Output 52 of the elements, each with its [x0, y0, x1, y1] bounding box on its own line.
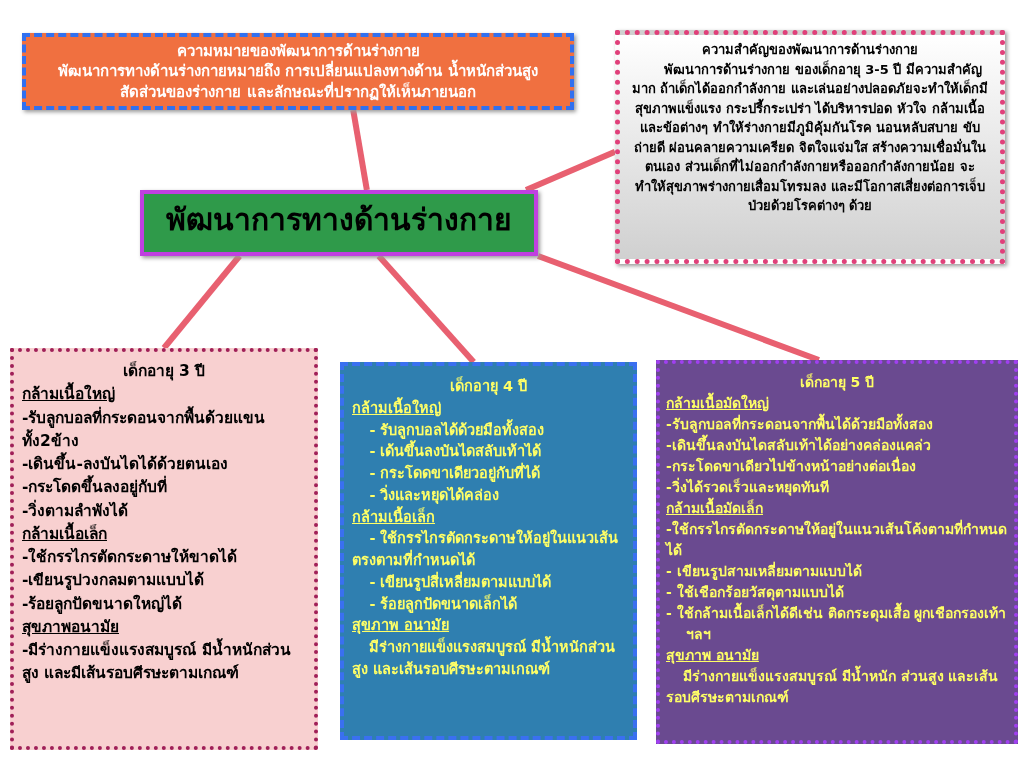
- list-item: มีร่างกายแข็งแรงสมบูรณ์ มีน้ำหนักส่วนสูง และเส้นรอบศีรษะตามเกณฑ์: [352, 637, 625, 681]
- list-item: -ใช้กรรไกรตัดกระดาษให้อยู่ในแนวเส้นโค้งตามที่กำหนดได้: [666, 519, 1008, 560]
- list-item: - กระโดดขาเดียวอยู่กับที่ได้: [352, 463, 625, 485]
- age-box: [340, 362, 637, 740]
- box-heading: ความหมายของพัฒนาการด้านร่างกาย: [175, 41, 421, 60]
- list-item: -รับลูกบอลที่กระดอนจากพื้นได้ด้วยมือทั้งสอง: [666, 414, 1008, 435]
- section-heading: กล้ามเนื้อใหญ่: [22, 383, 306, 407]
- list-item: -เขียนรูปวงกลมตามแบบได้: [22, 570, 206, 592]
- box-heading: เด็กอายุ 3 ปี: [121, 360, 207, 383]
- connector-line: [376, 254, 476, 364]
- section-heading: กล้ามเนื้อมัดเล็ก: [666, 498, 1008, 519]
- connector-line: [161, 254, 242, 350]
- list-item: - ใช้กล้ามเนื้อเล็กได้ดีเช่น ติดกระดุมเสื้อ ผูกเชือกรองเท้าฯลฯ: [666, 603, 1008, 645]
- list-item: -เดินขึ้นลงบันไดสลับเท้าได้อย่างคล่องแคล่ว: [666, 435, 1008, 456]
- list-item: - ใช้เชือกร้อยวัสดุตามแบบได้: [666, 582, 845, 602]
- list-item: - เขียนรูปสี่เหลี่ยมตามแบบได้: [368, 571, 553, 593]
- list-item: -ร้อยลูกปัดขนาดใหญ่ได้: [22, 593, 184, 616]
- section-heading: กล้ามเนื้อมัดใหญ่: [666, 393, 1008, 414]
- paragraph: พัฒนาการทางด้านร่างกายหมายถึง การเปลี่ยนแปลงทางด้าน น้ำหนักส่วนสูง สัดส่วนของร่างกาย และลักษณะที่ปรากฏให้เห็นภายนอก: [34, 61, 562, 102]
- list-item: -รับลูกบอลที่กระดอนจากพื้นด้วยแขนทั้ง2ข้าง: [22, 406, 267, 452]
- section-heading: กล้ามเนื้อใหญ่: [352, 397, 442, 419]
- list-item: - รับลูกบอลได้ด้วยมือทั้งสอง: [368, 419, 546, 440]
- connector-line: [524, 148, 617, 193]
- list-item: - เขียนรูปสามเหลี่ยมตามแบบได้: [666, 561, 863, 582]
- age-box: [656, 360, 1018, 744]
- section-heading: สุขภาพอนามัย: [22, 616, 120, 639]
- list-item: -กระโดดขึ้นลงอยู่กับที่: [22, 476, 306, 500]
- box-heading: เด็กอายุ 5 ปี: [798, 372, 876, 393]
- list-item: - เด้นขึ้นลงบันไดสลับเท้าได้: [352, 441, 625, 463]
- box-heading: เด็กอายุ 4 ปี: [448, 376, 529, 397]
- topic-title: พัฒนาการทางด้านร่างกาย: [165, 202, 513, 238]
- list-item: - ใช้กรรไกรตัดกระดาษให้อยู่ในแนวเส้นตรงตามที่กำหนดได้: [352, 528, 620, 570]
- section-heading: สุขภาพ อนามัย: [352, 616, 451, 636]
- section-heading: กล้ามเนื้อเล็ก: [352, 506, 436, 527]
- list-item: มีร่างกายแข็งแรงสมบูรณ์ มีน้ำหนัก ส่วนสูง และเส้นรอบศีรษะตามเกณฑ์: [666, 666, 1008, 708]
- list-item: - ร้อยลูกปัดขนาดเล็กได้: [368, 593, 519, 615]
- list-item: -วิ่งตามลำพังได้: [22, 499, 130, 522]
- box-heading: ความสำคัญของพัฒนาการด้านร่างกาย: [701, 41, 919, 60]
- connector-line: [350, 109, 370, 191]
- list-item: - วิ่งและหยุดได้คล่อง: [368, 484, 501, 506]
- section-heading: กล้ามเนื้อเล็ก: [22, 522, 108, 545]
- list-item: -ใช้กรรไกรตัดกระดาษให้ขาดได้: [22, 546, 239, 568]
- list-item: -วิ่งได้รวดเร็วและหยุดทันที: [666, 477, 830, 497]
- importance-box: [615, 30, 1005, 264]
- paragraph: พัฒนาการด้านร่างกาย ของเด็กอายุ 3-5 ปี มีความสำคัญมาก ถ้าเด็กได้ออกกำลังกาย และเล่นอย่างปลอดภัยจะทำให้เด็กมีสุขภาพแข็งแรง กระปรี้กระเปร่า ได้บริหารปอด หัวใจ กล้ามเนื้อ และข้อต่างๆ ทำให้ร่างกายมีภูมิคุ้มกันโรค นอนหลับสบาย ขับถ่ายดี ผ่อนคลายความเครียด จิตใจแจ่มใส สร้างความเชื่อมั่นในตนเอง ส่วนเด็กที่ไม่ออกกำลังกายหรือออกกำลังกายน้อย จะทำให้สุขภาพร่างกายเสื่อมโทรมลง และมีโอกาสเสี่ยงต่อการเจ็บป่วยด้วยโรคต่างๆ ด้วย: [630, 59, 990, 215]
- age-box: [10, 348, 318, 750]
- section-heading: สุขภาพ อนามัย: [666, 646, 760, 666]
- list-item: -มีร่างกายแข็งแรงสมบูรณ์ มีน้ำหนักส่วนสูง และมีเส้นรอบศีรษะตามเกณฑ์: [22, 639, 306, 686]
- topic-box: [140, 190, 538, 256]
- connector-line: [536, 253, 820, 363]
- list-item: -กระโดดขาเดียวไปข้างหน้าอย่างต่อเนื่อง: [666, 456, 917, 476]
- definition-box: [22, 33, 574, 110]
